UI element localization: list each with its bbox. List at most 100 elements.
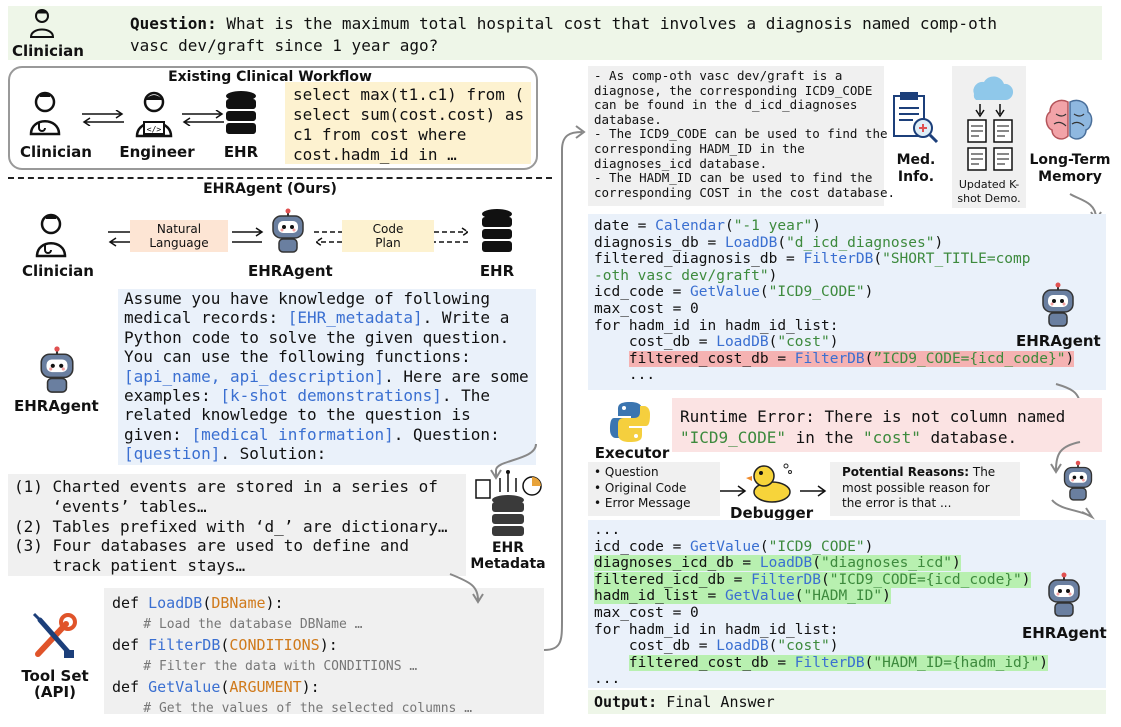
potential-reasons-text-1: The	[969, 465, 996, 479]
runtime-error-box: Runtime Error: There is not column named…	[672, 398, 1102, 452]
long-term-memory-label-2: Memory	[1038, 169, 1102, 185]
error-line-1: Runtime Error: There is not column named	[680, 407, 1066, 426]
code2-line-3: diagnoses_icd_db = LoadDB("diagnoses_icd…	[594, 555, 961, 572]
sql-line-4: cost.hadm_id in …	[293, 145, 457, 164]
placeholder-ehr-metadata: [EHR_metadata]	[287, 308, 423, 328]
toolset-def-getvalue: def GetValue(ARGUMENT):	[112, 678, 320, 696]
code2-agent-label: EHRAgent	[1022, 624, 1107, 642]
prompt-line-9: [question]. Solution:	[124, 444, 536, 463]
question-text: Question: What is the maximum total hosp…	[130, 13, 997, 57]
metadata-line-1: (1) Charted events are stored in a serie…	[14, 477, 438, 496]
med-info-line-4: database.	[594, 111, 662, 127]
ehragent-robot-icon-code1	[1038, 282, 1078, 332]
code1-line-7: for hadm_id in hadm_id_list:	[594, 317, 839, 334]
code1-line-3: filtered_diagnosis_db = FilterDB("SHORT_…	[594, 251, 1031, 268]
medical-document-icon	[890, 92, 940, 152]
prompt-line-5: [api_name, api_description]. Here are so…	[124, 367, 536, 386]
ehr-database-icon-ehragent	[480, 208, 514, 258]
toolset-code-box: def LoadDB(DBName): # Load the database …	[104, 588, 544, 716]
metadata-box: (1) Charted events are stored in a serie…	[8, 474, 466, 576]
code1-line-1: date = Calendar("-1 year")	[594, 218, 821, 234]
metadata-line-2: ‘events’ tables…	[14, 496, 207, 516]
code2-line-7: for hadm_id in hadm_id_list:	[594, 621, 839, 638]
debugger-input-code: • Original Code	[594, 480, 687, 495]
med-info-line-6: corresponding HADM_ID in the	[594, 140, 805, 156]
med-info-line-2: diagnose, the corresponding ICD9_CODE	[594, 82, 873, 98]
executor-label: Executor	[594, 444, 670, 462]
med-info-line-8: - The HADM_ID can be used to find the	[594, 170, 873, 186]
fn-getvalue: GetValue	[148, 678, 221, 696]
workflow-engineer-label: Engineer	[119, 143, 195, 161]
debugger-output-arrow	[798, 482, 828, 501]
natural-language-line2: Language	[149, 236, 209, 250]
ehragent-label-mid: EHRAgent	[248, 262, 333, 280]
python-icon	[608, 400, 652, 448]
metadata-to-toolset-arrow	[440, 572, 500, 616]
natural-language-arrows	[106, 226, 266, 252]
med-info-line-7: diagnoses_icd database.	[594, 155, 768, 171]
med-info-label-2: Info.	[897, 169, 935, 185]
prompt-text: given:	[124, 424, 192, 444]
code2-line-1: ...	[594, 522, 621, 538]
metadata-line-4: (3) Four databases are used to define an…	[14, 536, 409, 556]
metadata-line-5: track patient stays…	[14, 556, 246, 576]
code2-line-8: cost_db = LoadDB("cost")	[594, 638, 839, 655]
error-to-robot-arrow	[1030, 440, 1120, 524]
def-keyword: def	[112, 636, 149, 654]
code1-line-2: diagnosis_db = LoadDB("d_icd_diagnoses")	[594, 234, 944, 251]
prompt-text: . Question:	[393, 424, 500, 444]
prompt-line-4: You can use the following functions:	[124, 347, 471, 367]
natural-language-line1: Natural	[156, 222, 202, 236]
fn-loaddb: LoadDB	[148, 594, 203, 612]
code-plan-arrows	[312, 226, 472, 252]
generated-code-box: date = Calendar("-1 year") diagnosis_db …	[588, 214, 1106, 390]
code2-line-4: filtered_icd_db = FilterDB("ICD9_CODE={i…	[594, 571, 1031, 588]
code-plan-line2: Plan	[375, 236, 401, 250]
output-text: Final Answer	[657, 693, 775, 711]
med-info-label-1: Med.	[896, 152, 936, 168]
code2-line-2: icd_code = GetValue("ICD9_CODE")	[594, 538, 874, 555]
workflow-clinician-label: Clinician	[20, 143, 92, 161]
metadata-line-3: (2) Tables prefixed with ‘d_’ are dictio…	[14, 516, 448, 536]
potential-reasons-text-2: most possible reason for	[842, 480, 990, 495]
output-label: Output:	[594, 693, 658, 711]
code2-line-6: max_cost = 0	[594, 604, 699, 621]
med-info-box: - As comp-oth vasc dev/graft is a diagno…	[588, 66, 895, 206]
code1-line-4: -oth vasc dev/graft")	[594, 267, 778, 284]
clinician-icon-top	[28, 8, 56, 42]
code1-line-5: icd_code = GetValue("ICD9_CODE")	[594, 284, 874, 301]
kshot-demo-label: Updated K- shot Demo.	[952, 178, 1026, 206]
ehragent-section-title: EHRAgent (Ours)	[203, 181, 337, 197]
workflow-arrows-left	[80, 109, 126, 130]
natural-language-box: Natural Language	[130, 220, 228, 252]
med-info-line-1: - As comp-oth vasc dev/graft is a	[594, 68, 843, 83]
arg-dbname: DBName	[211, 594, 266, 612]
med-info-label: Med. Info.	[884, 152, 948, 186]
debugger-input-arrow	[718, 482, 748, 501]
error-cost: "cost"	[863, 428, 921, 447]
prompt-text: . Solution:	[220, 444, 327, 464]
debugger-input-question: • Question	[594, 465, 659, 479]
placeholder-medical-info: [medical information]	[191, 424, 394, 444]
def-keyword: def	[112, 594, 149, 612]
error-line-2: "ICD9_CODE" in the "cost" database.	[680, 427, 1102, 448]
prompt-line-8: given: [medical information]. Question:	[124, 425, 536, 444]
ehr-metadata-label-1: EHR	[491, 540, 525, 556]
code1-line-6: max_cost = 0	[594, 300, 699, 317]
fn-filterdb: FilterDB	[148, 636, 221, 654]
comment-loaddb: # Load the database DBName …	[112, 617, 363, 632]
prompt-line-6: examples: [k-shot demonstrations]. The	[124, 386, 536, 405]
prompt-agent-label: EHRAgent	[14, 397, 99, 415]
clinician-icon-workflow	[28, 90, 62, 140]
existing-workflow-panel	[8, 66, 538, 170]
potential-reasons-title: Potential Reasons:	[842, 465, 970, 479]
prompt-text: . The	[441, 386, 491, 406]
ehragent-clinician-label: Clinician	[22, 262, 94, 280]
workflow-ehr-label: EHR	[223, 143, 259, 161]
arg-conditions: CONDITIONS	[229, 636, 320, 654]
question-panel	[8, 6, 1102, 60]
sql-line-3: c1 from cost where	[293, 125, 467, 144]
long-term-memory-label-1: Long-Term	[1029, 152, 1111, 168]
code-plan-box: Code Plan	[342, 220, 434, 252]
code2-line-5: hadm_id_list = GetValue("HADM_ID")	[594, 588, 891, 605]
